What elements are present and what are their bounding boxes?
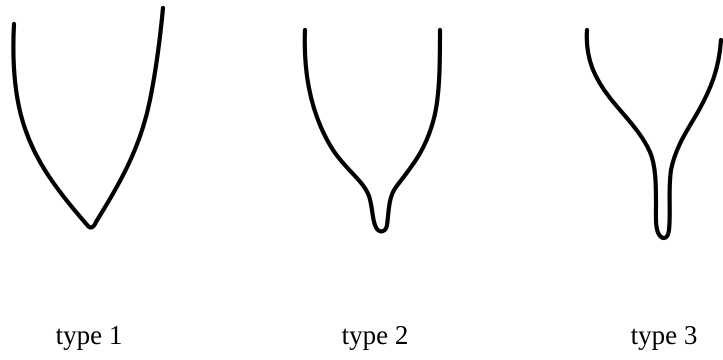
type-1-shape — [13, 8, 163, 227]
type-2-caption: type 2 — [342, 322, 409, 349]
type-2-shape — [305, 30, 440, 231]
type-3-caption: type 3 — [631, 322, 698, 349]
type-3-shape — [587, 30, 721, 238]
type-1-caption: type 1 — [56, 322, 123, 349]
